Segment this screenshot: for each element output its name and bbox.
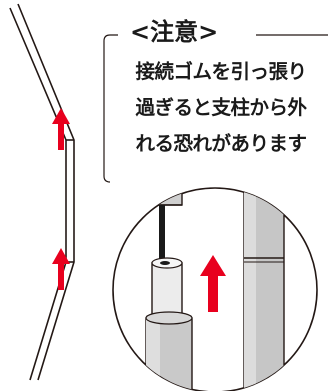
red-up-arrow-icon bbox=[52, 108, 70, 150]
red-up-arrow-icon bbox=[52, 248, 70, 290]
notice-line: れる恐れがあります bbox=[135, 132, 307, 155]
notice-body: 接続ゴムを引っ張り 過ぎると支柱から外 れる恐れがあります bbox=[114, 54, 328, 162]
notice-line: 過ぎると支柱から外 bbox=[135, 96, 307, 119]
magnified-detail bbox=[112, 187, 318, 391]
red-up-arrow-icon bbox=[200, 255, 226, 312]
notice-line: 接続ゴムを引っ張り bbox=[135, 60, 307, 83]
notice-bracket bbox=[103, 34, 328, 183]
bent-pole bbox=[9, 3, 75, 381]
notice-title: <注意> bbox=[124, 18, 256, 46]
